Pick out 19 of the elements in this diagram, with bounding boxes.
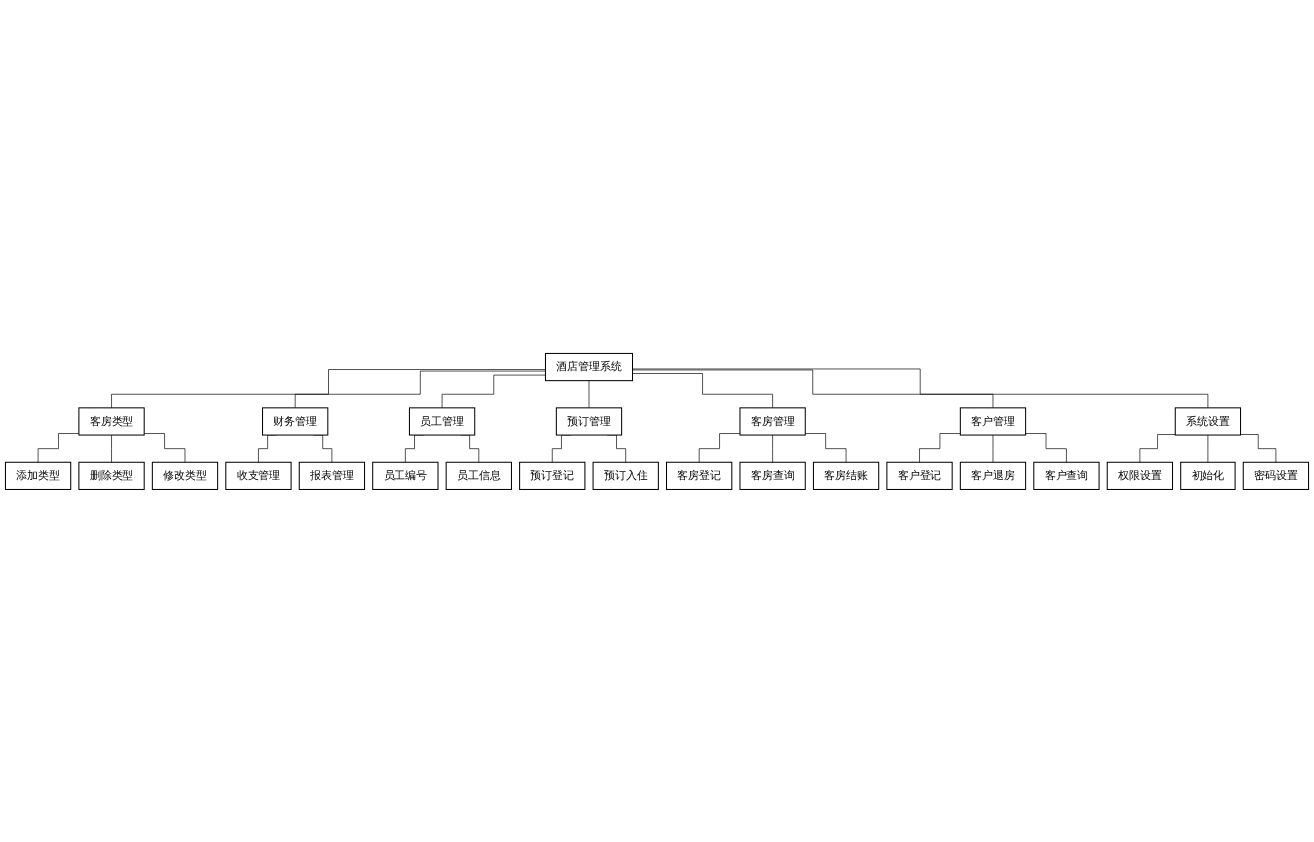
connector <box>698 432 741 463</box>
connector <box>294 370 546 408</box>
connector <box>111 434 112 463</box>
connector <box>632 368 1209 408</box>
connector <box>441 374 546 408</box>
connector <box>37 432 80 463</box>
connector <box>143 432 186 463</box>
connector <box>1207 434 1209 463</box>
connector <box>111 368 546 408</box>
connector <box>804 432 847 463</box>
connector <box>1139 433 1176 463</box>
connector <box>632 369 994 408</box>
connector <box>1240 433 1277 463</box>
connector <box>1025 432 1067 463</box>
connector <box>588 379 590 408</box>
connector <box>919 432 961 463</box>
connector <box>632 372 773 408</box>
connector <box>772 434 773 463</box>
connector <box>992 434 994 463</box>
